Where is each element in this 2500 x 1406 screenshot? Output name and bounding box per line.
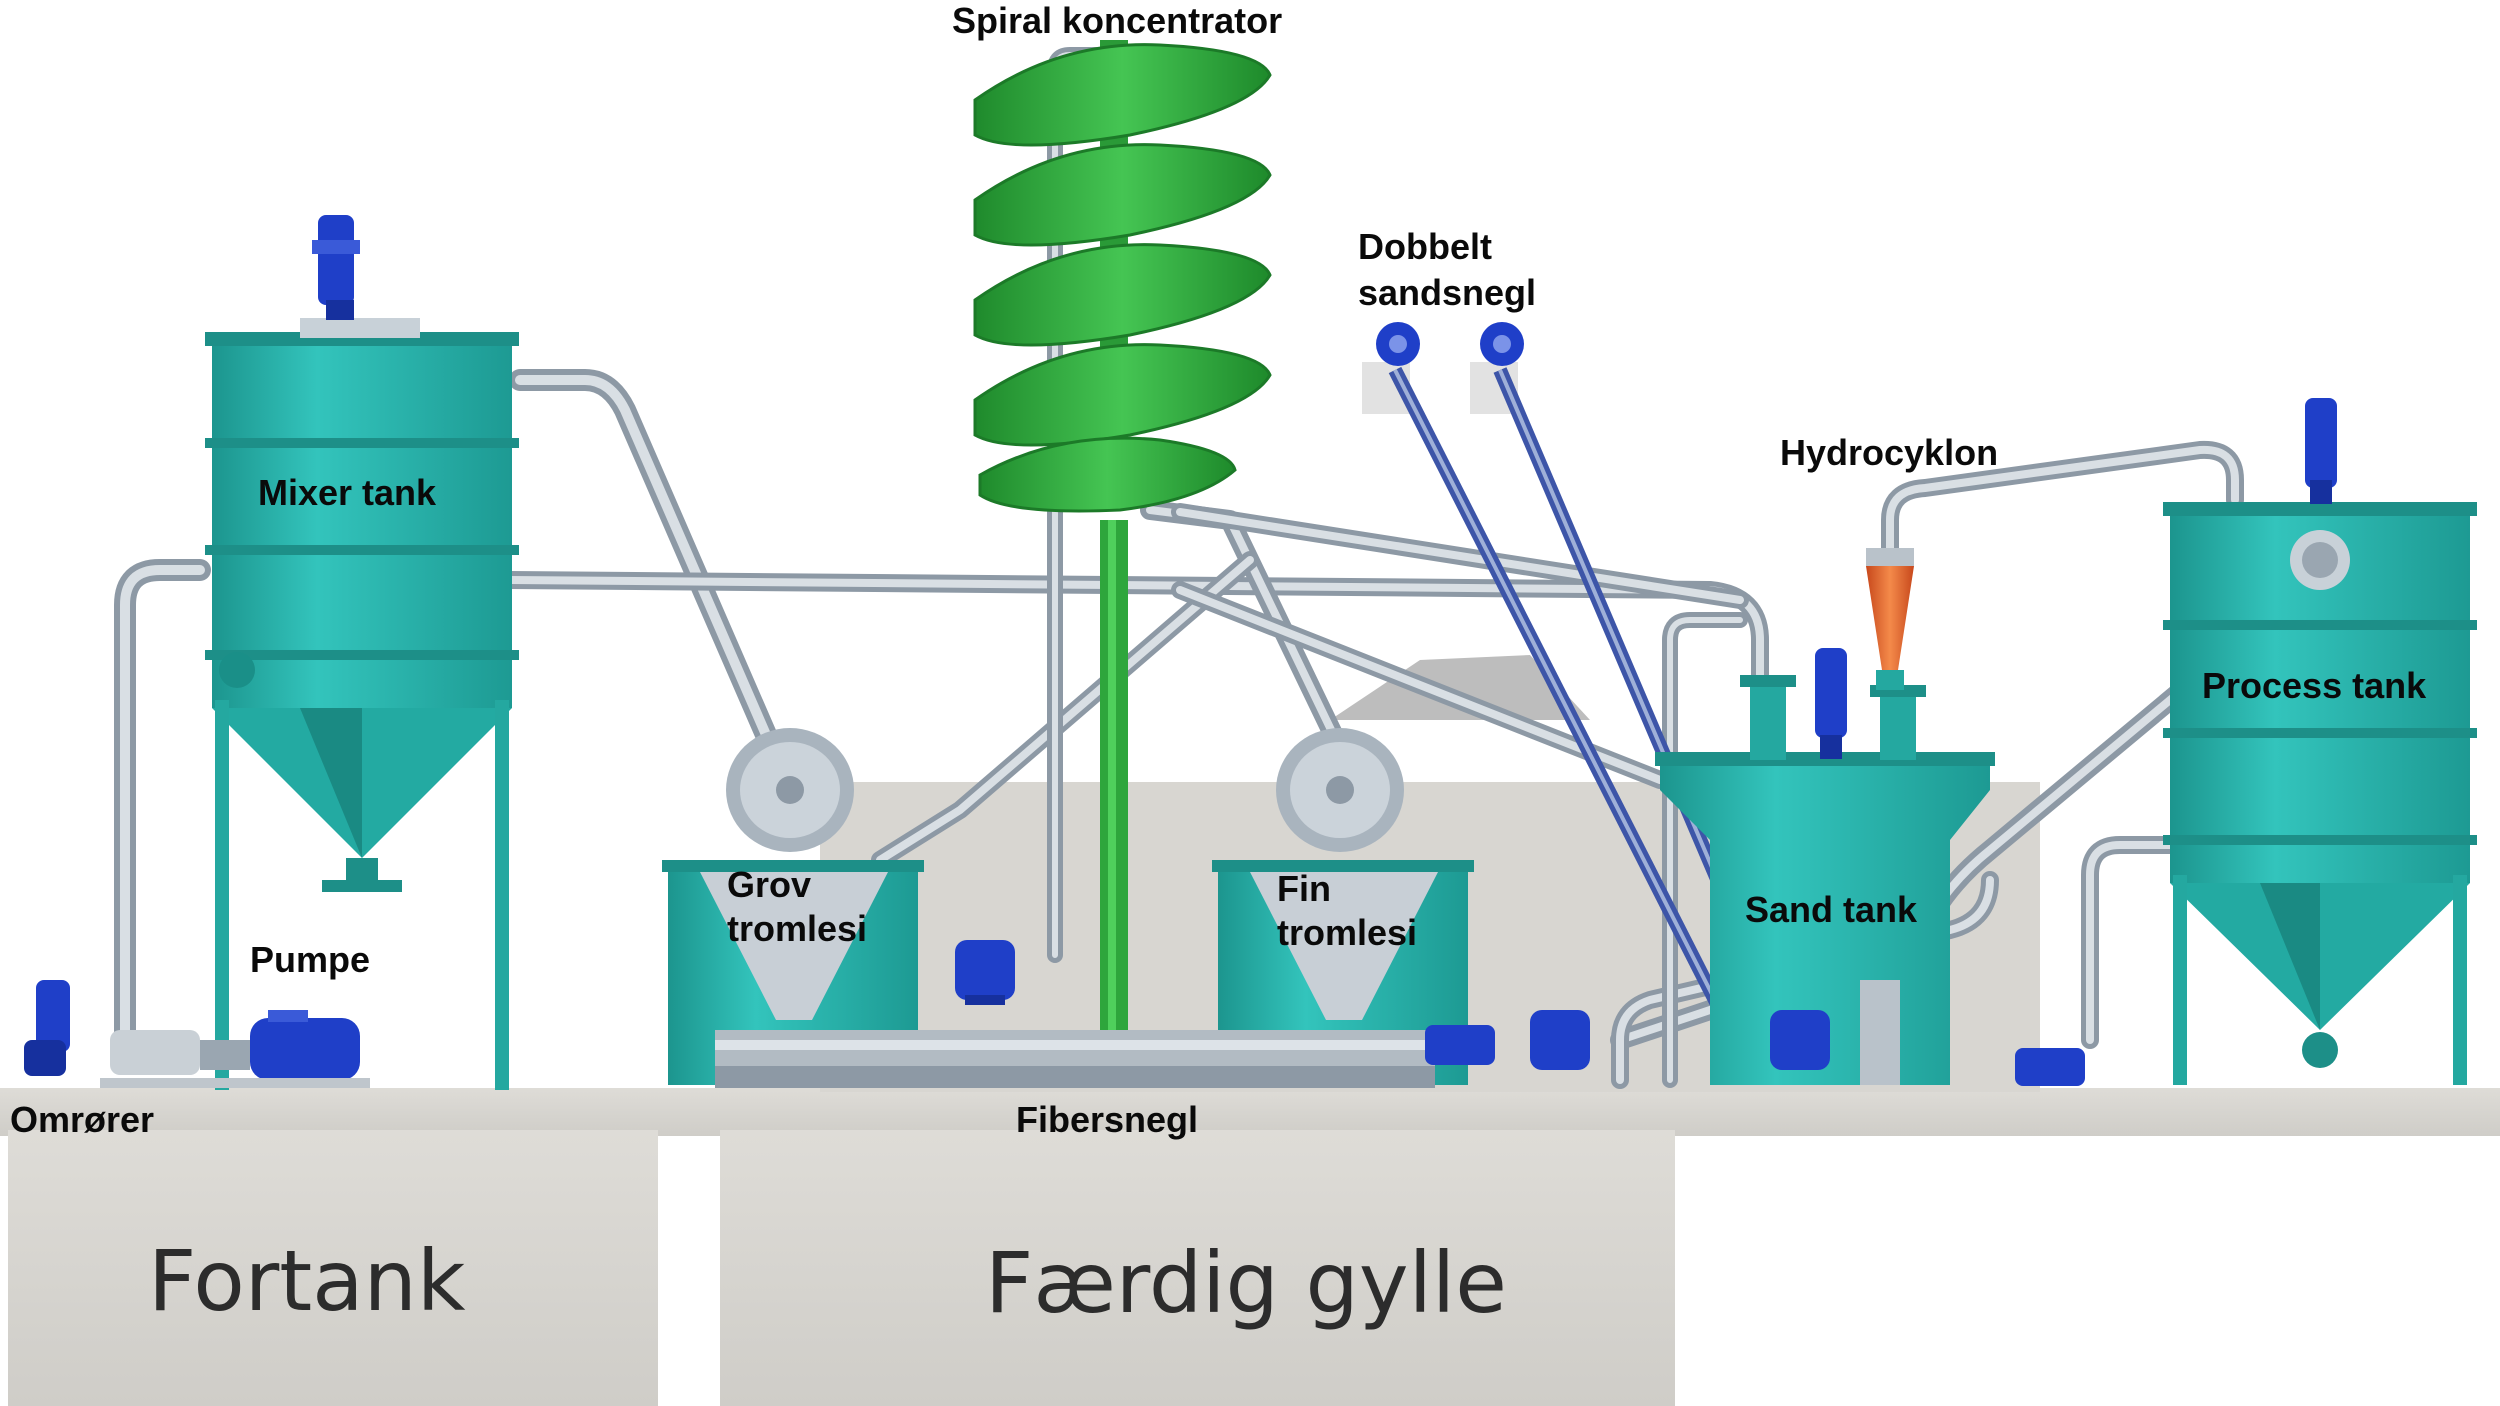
omrorer	[24, 980, 70, 1076]
hydrocyklon	[1866, 548, 1914, 690]
sand-tank	[1655, 675, 1995, 1085]
label-hydrocyklon: Hydrocyklon	[1780, 432, 1999, 473]
fibersnegl	[715, 1030, 1435, 1088]
mixer-tank	[205, 318, 519, 1090]
label-mixer-tank: Mixer tank	[258, 472, 437, 513]
label-fibersnegl: Fibersnegl	[1016, 1099, 1199, 1140]
mixer-agitator-motor	[312, 215, 360, 320]
label-grov: Grov	[727, 864, 812, 905]
label-pumpe: Pumpe	[250, 939, 371, 980]
process-tank	[2163, 502, 2477, 1085]
label-fin: Fin	[1277, 868, 1331, 909]
spiral-feed-pump	[955, 940, 1015, 1005]
label-grov-tromlesi: tromlesi	[727, 908, 868, 949]
label-dobbelt: Dobbelt	[1358, 226, 1492, 267]
label-fin-tromlesi: tromlesi	[1277, 912, 1418, 953]
sand-tank-motor	[1815, 648, 1847, 759]
label-sandsnegl: sandsnegl	[1358, 272, 1537, 313]
process-pump	[2015, 1048, 2085, 1086]
label-fortank: Fortank	[148, 1232, 466, 1330]
label-sand-tank: Sand tank	[1745, 889, 1918, 930]
process-tank-motor	[2305, 398, 2337, 504]
faerdig-gylle-pit	[720, 1130, 1675, 1406]
label-faerdig-gylle: Færdig gylle	[985, 1234, 1507, 1332]
pumpe	[100, 1010, 370, 1088]
sand-heap	[1330, 655, 1590, 720]
label-spiral-koncentrator: Spiral koncentrator	[952, 0, 1283, 41]
spiral-concentrator	[973, 40, 1272, 1035]
label-process-tank: Process tank	[2202, 665, 2427, 706]
sand-pump-left	[1530, 1010, 1590, 1070]
fortank-pit	[8, 1130, 658, 1406]
label-omrorer: Omrører	[10, 1099, 155, 1140]
sand-pump-right	[1770, 1010, 1830, 1070]
fibersnegl-motor	[1425, 1025, 1495, 1065]
